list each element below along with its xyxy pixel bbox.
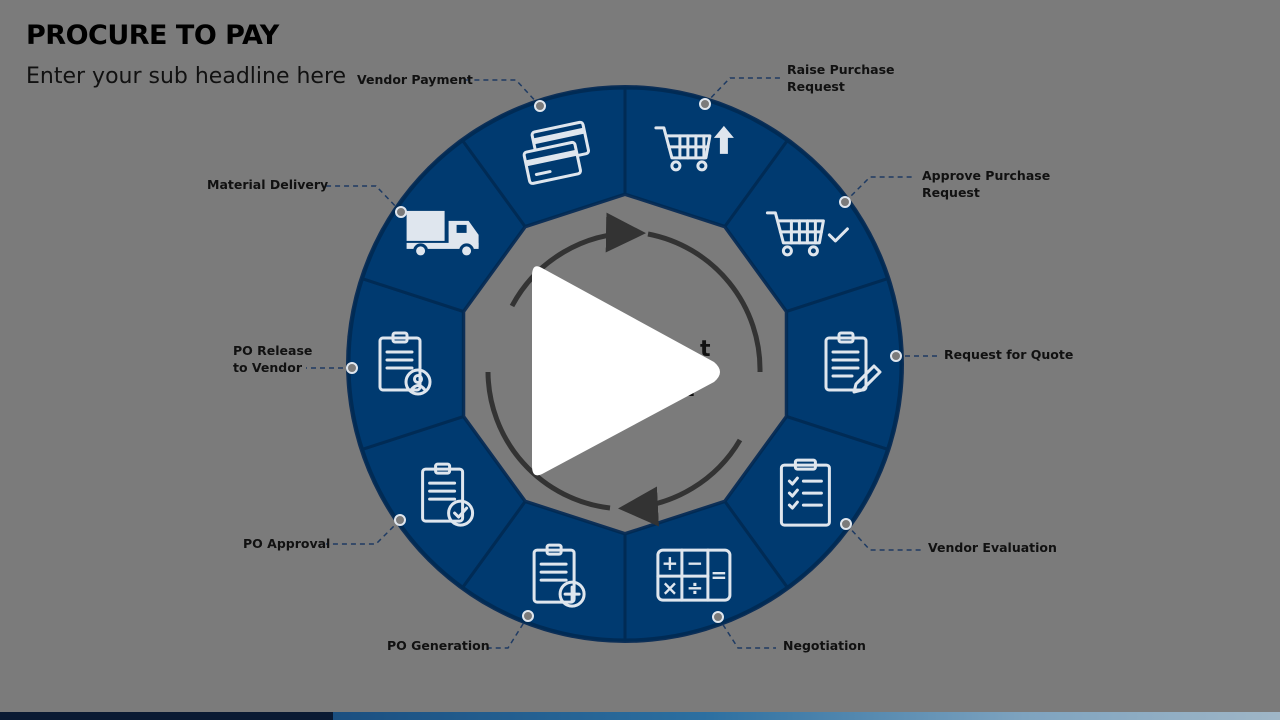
connector-line <box>326 185 402 213</box>
step-label: PO Approval <box>243 535 330 552</box>
slide-subtitle: Enter your sub headline here <box>26 64 347 89</box>
cycle-arrows: t t <box>485 212 763 527</box>
step-label-line: PO Generation <box>387 638 490 653</box>
connector-dot <box>839 196 851 208</box>
checklist-icon <box>779 458 831 527</box>
step-label: Negotiation <box>783 637 866 654</box>
cart-check-icon <box>765 211 849 257</box>
step-label-line: PO Release <box>233 343 313 358</box>
clipboard-check-icon <box>421 462 475 527</box>
step-label-line: Vendor Payment <box>357 72 473 87</box>
connector-line <box>717 616 776 649</box>
cart-upload-icon <box>654 125 734 172</box>
step-label-line: Request for Quote <box>944 347 1074 362</box>
connector-dot <box>712 611 724 623</box>
connector-dot <box>699 98 711 110</box>
truck-icon <box>406 210 479 259</box>
step-label-line: Negotiation <box>783 638 866 653</box>
cycle-arrow-top-right <box>647 231 763 373</box>
step-label: Vendor Evaluation <box>928 539 1057 556</box>
connector-dot <box>522 610 534 622</box>
connector-line <box>844 176 915 203</box>
step-label: PO Generation <box>387 637 490 654</box>
step-label-line: PO Approval <box>243 536 331 551</box>
svg-text:−: − <box>687 551 704 575</box>
connector-line <box>326 519 401 545</box>
connector-line <box>466 79 541 107</box>
icon-layer: +−× ÷ = <box>378 120 882 608</box>
svg-text:÷: ÷ <box>687 576 704 600</box>
step-label: Material Delivery <box>207 176 328 193</box>
connector-line <box>845 523 922 551</box>
connector-layer <box>306 77 938 649</box>
step-label-line: Vendor Evaluation <box>928 540 1057 555</box>
connector-line <box>482 615 529 649</box>
svg-text:=: = <box>711 563 728 587</box>
play-button[interactable] <box>532 266 720 476</box>
connector-dot <box>395 206 407 218</box>
svg-text:+: + <box>662 551 679 575</box>
cycle-arrow-bottom <box>618 438 743 527</box>
credit-cards-icon <box>522 120 591 185</box>
clipboard-user-icon <box>378 331 432 396</box>
step-label: PO Release to Vendor <box>233 342 312 376</box>
connector-dot <box>890 350 902 362</box>
connector-dot <box>394 514 406 526</box>
step-label-line: Approve Purchase <box>922 168 1051 183</box>
step-label-line: Request <box>787 79 845 94</box>
connector-dot <box>534 100 546 112</box>
svg-text:t: t <box>700 337 711 362</box>
connector-line <box>704 77 780 105</box>
step-label: Vendor Payment <box>357 71 473 88</box>
connector-dot <box>346 362 358 374</box>
step-label: Request for Quote <box>944 346 1073 363</box>
slide-title: PROCURE TO PAY <box>26 20 279 51</box>
calculator-icon: +−× ÷ = <box>656 548 732 602</box>
cycle-arrow-top <box>509 212 646 308</box>
footer-accent-bar <box>0 712 1280 720</box>
svg-text:×: × <box>662 576 679 600</box>
step-label-line: to Vendor <box>233 360 302 375</box>
clipboard-pencil-icon <box>824 331 882 394</box>
step-label-line: Request <box>922 185 980 200</box>
clipboard-plus-icon <box>532 543 586 608</box>
step-label-line: Material Delivery <box>207 177 329 192</box>
step-label-line: Raise Purchase <box>787 62 895 77</box>
cycle-arrow-bottom-left <box>485 371 611 511</box>
connector-dot <box>840 518 852 530</box>
